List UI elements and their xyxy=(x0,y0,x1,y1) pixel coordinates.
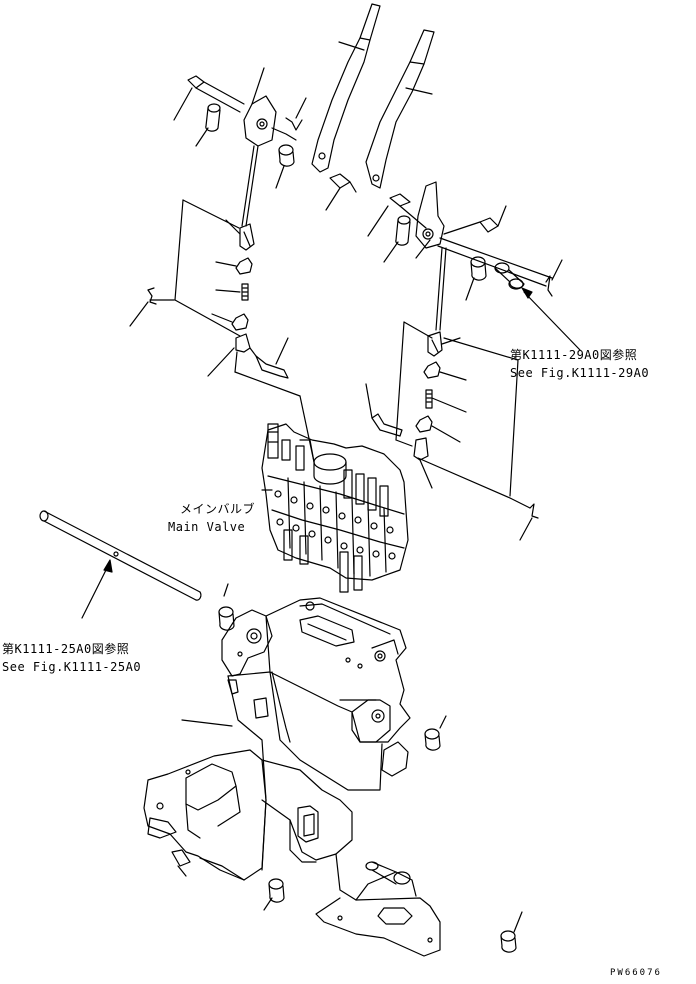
reference-29a0-japanese: 第K1111-29A0図参照 xyxy=(510,348,638,362)
lever-shaft xyxy=(39,510,202,619)
reference-25a0-japanese: 第K1111-25A0図参照 xyxy=(2,642,130,656)
main-frame xyxy=(143,597,441,957)
main-valve-label-japanese: メインバルブ xyxy=(180,502,256,516)
main-valve xyxy=(261,423,409,593)
left-linkage-frame xyxy=(129,199,315,463)
reference-25a0-english: See Fig.K1111-25A0 xyxy=(2,660,142,674)
misc-leaders xyxy=(299,439,315,463)
reference-29a0-english: See Fig.K1111-29A0 xyxy=(510,366,650,380)
left-upper-linkage xyxy=(173,67,357,227)
frame-collars xyxy=(218,583,523,953)
drawing-code: PW66076 xyxy=(610,968,662,978)
left-control-lever xyxy=(311,3,381,173)
left-rod-end-stack xyxy=(207,219,255,377)
right-control-lever xyxy=(365,29,435,189)
main-valve-label-english: Main Valve xyxy=(168,520,246,534)
right-linkage-frame xyxy=(365,321,539,541)
right-upper-linkage xyxy=(367,181,581,351)
right-rod-end-stack xyxy=(413,331,467,489)
